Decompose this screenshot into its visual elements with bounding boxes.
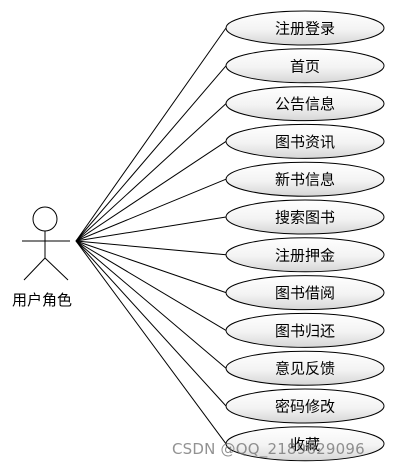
use-case-ellipse	[225, 123, 385, 159]
association-line	[75, 216, 227, 242]
use-case-item: 收藏	[225, 426, 385, 462]
association-lines	[75, 27, 227, 445]
use-case-ellipse	[225, 199, 385, 235]
use-case-item: 图书归还	[225, 312, 385, 348]
association-line	[75, 65, 227, 242]
use-case-ellipse	[225, 237, 385, 273]
association-line	[75, 178, 227, 242]
association-line	[75, 240, 227, 445]
use-case-label: 图书归还	[275, 322, 335, 340]
use-case-label: 注册押金	[275, 246, 335, 264]
use-case-item: 公告信息	[225, 86, 385, 122]
use-case-label: 意见反馈	[275, 360, 335, 378]
use-case-ellipse	[225, 10, 385, 46]
use-case-item: 注册登录	[225, 10, 385, 46]
use-case-list: 注册登录首页公告信息图书资讯新书信息搜索图书注册押金图书借阅图书归还意见反馈密码…	[225, 10, 385, 462]
use-case-ellipse	[225, 86, 385, 122]
use-case-item: 图书资讯	[225, 123, 385, 159]
use-case-ellipse	[225, 388, 385, 424]
csdn-watermark: CSDN @QQ_2189629096	[172, 440, 365, 458]
use-case-label: 注册登录	[275, 20, 335, 38]
use-case-label: 公告信息	[275, 95, 335, 113]
use-case-label: 密码修改	[275, 398, 335, 416]
use-case-item: 意见反馈	[225, 350, 385, 386]
actor-label: 用户角色	[12, 291, 72, 309]
association-line	[75, 27, 227, 242]
use-case-ellipse	[225, 275, 385, 311]
use-case-item: 密码修改	[225, 388, 385, 424]
association-line	[75, 140, 227, 242]
use-case-label: 搜索图书	[275, 209, 335, 227]
use-case-ellipse	[225, 312, 385, 348]
use-case-label: 图书资讯	[275, 133, 335, 151]
actor-right-leg	[44, 257, 69, 281]
use-case-item: 搜索图书	[225, 199, 385, 235]
actor-stick-figure-icon	[22, 206, 70, 281]
use-case-ellipse	[225, 48, 385, 84]
use-case-item: 图书借阅	[225, 275, 385, 311]
use-case-item: 注册押金	[225, 237, 385, 273]
use-case-item: 首页	[225, 48, 385, 84]
association-line	[75, 240, 227, 331]
use-case-label: 首页	[290, 57, 320, 75]
association-line	[75, 240, 227, 369]
use-case-ellipse	[225, 350, 385, 386]
association-line	[75, 240, 227, 256]
use-case-label: 新书信息	[275, 171, 335, 189]
use-case-ellipse	[225, 161, 385, 197]
actor-head	[32, 206, 58, 232]
actor-left-leg	[23, 257, 46, 281]
use-case-item: 新书信息	[225, 161, 385, 197]
use-case-ellipse	[225, 426, 385, 462]
association-line	[75, 240, 227, 407]
association-line	[75, 103, 227, 242]
use-case-label: 收藏	[290, 435, 320, 453]
association-line	[75, 240, 227, 294]
use-case-label: 图书借阅	[275, 284, 335, 302]
